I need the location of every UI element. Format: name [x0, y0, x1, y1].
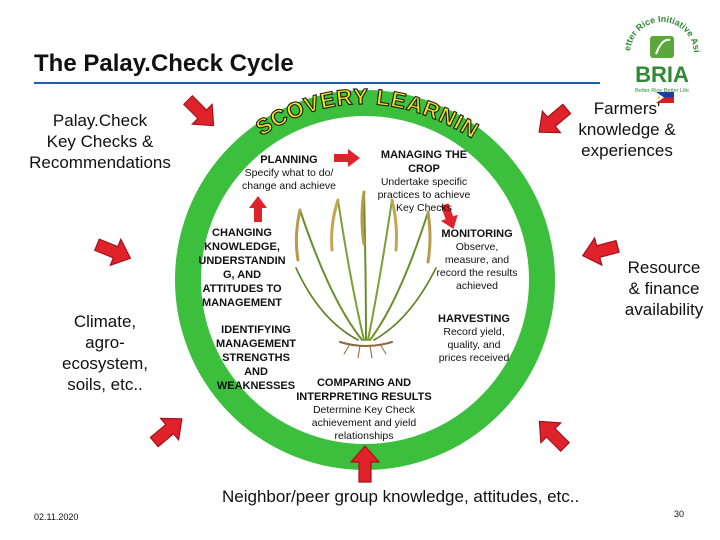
step-desc: achieved — [455, 280, 499, 292]
step-title: G, AND — [222, 269, 262, 281]
resource-finance-label: Resource & finance availability — [612, 257, 716, 320]
step-desc: change and achieve — [242, 180, 336, 192]
step-title: WEAKNESSES — [216, 380, 296, 392]
step-desc: prices received — [438, 352, 510, 364]
left-bottom-line: soils, etc.. — [67, 375, 143, 394]
red-arrow-icon — [144, 407, 192, 454]
right-mid-line: availability — [624, 300, 704, 319]
left-top-line: Palay.Check — [52, 111, 148, 130]
title-rule — [34, 82, 600, 84]
philippines-flag-icon — [656, 92, 674, 103]
step-changing-knowledge: CHANGING KNOWLEDGE, UNDERSTANDIN G, AND … — [190, 226, 294, 310]
step-desc: Undertake specific — [380, 176, 468, 188]
right-top-line: knowledge & — [578, 120, 676, 139]
key-checks-recommendations-label: Palay.Check Key Checks & Recommendations — [10, 110, 190, 173]
neighbor-peer-label: Neighbor/peer group knowledge, attitudes… — [222, 487, 580, 506]
step-desc: achievement and yield — [311, 417, 417, 429]
step-desc: relationships — [334, 430, 394, 442]
red-arrow-icon — [91, 231, 137, 272]
step-title: INTERPRETING RESULTS — [296, 391, 432, 403]
step-title: KNOWLEDGE, — [204, 241, 280, 253]
step-harvesting: HARVESTING Record yield, quality, and pr… — [424, 312, 524, 365]
footer-page-number: 30 — [673, 509, 684, 519]
step-identifying: IDENTIFYING MANAGEMENT STRENGTHS AND WEA… — [204, 323, 308, 393]
cycle-arrow-changing-to-planning — [249, 196, 267, 222]
footer-date: 02.11.2020 — [34, 512, 79, 522]
left-bottom-line: Climate, — [73, 312, 137, 331]
logo-name: BRIA — [635, 62, 689, 87]
step-monitoring: MONITORING Observe, measure, and record … — [424, 227, 530, 293]
step-title: MONITORING — [441, 228, 513, 240]
step-title: CROP — [408, 163, 440, 175]
step-desc: Observe, — [455, 241, 499, 253]
logo-tagline: Better Rice Better Life — [635, 88, 689, 94]
step-title: MANAGING THE — [380, 149, 468, 161]
cycle-arrow-managing-to-monitoring — [440, 203, 458, 230]
farmers-knowledge-label: Farmers' knowledge & experiences — [552, 98, 702, 161]
step-desc: Record yield, — [443, 326, 505, 338]
step-desc: measure, and — [444, 254, 510, 266]
step-title: IDENTIFYING — [221, 324, 291, 336]
step-desc: practices to achieve — [377, 189, 471, 201]
step-title: MANAGEMENT — [215, 338, 297, 350]
step-desc: quality, and — [447, 339, 501, 351]
left-bottom-line: ecosystem, — [62, 354, 148, 373]
step-title: MANAGEMENT — [201, 297, 283, 309]
step-desc: Key Checks — [395, 202, 453, 214]
rice-plant-icon — [294, 190, 437, 359]
step-title: AND — [244, 366, 268, 378]
step-managing-crop: MANAGING THE CROP Undertake specific pra… — [362, 148, 486, 215]
step-desc: Specify what to do/ — [244, 167, 334, 179]
step-title: PLANNING — [260, 154, 318, 166]
left-bottom-line: agro- — [85, 333, 125, 352]
red-arrow-icon — [528, 410, 576, 458]
cycle-arrow-planning-to-managing — [334, 149, 360, 167]
leaf-icon — [650, 36, 674, 58]
left-top-line: Recommendations — [29, 153, 171, 172]
step-title: CHANGING — [212, 227, 272, 239]
step-planning: PLANNING Specify what to do/ change and … — [224, 153, 354, 193]
right-mid-line: & finance — [628, 279, 700, 298]
bria-logo: Better Rice Initiative Asia BRIA Better … — [612, 8, 702, 94]
step-title: HARVESTING — [438, 313, 510, 325]
step-title: UNDERSTANDIN — [198, 255, 286, 267]
climate-agroecosystem-label: Climate, agro- ecosystem, soils, etc.. — [40, 311, 170, 395]
page-title: The Palay.Check Cycle — [34, 50, 294, 77]
step-desc: Determine Key Check — [312, 404, 416, 416]
left-top-line: Key Checks & — [46, 132, 154, 151]
step-comparing-interpreting: COMPARING AND INTERPRETING RESULTS Deter… — [284, 376, 444, 443]
step-title: COMPARING AND — [316, 377, 412, 389]
right-top-line: experiences — [581, 141, 673, 160]
right-top-line: Farmers' — [593, 99, 661, 118]
step-title: ATTITUDES TO — [202, 283, 282, 295]
step-title: STRENGTHS — [222, 352, 290, 364]
right-mid-line: Resource — [627, 258, 701, 277]
step-desc: record the results — [436, 267, 518, 279]
